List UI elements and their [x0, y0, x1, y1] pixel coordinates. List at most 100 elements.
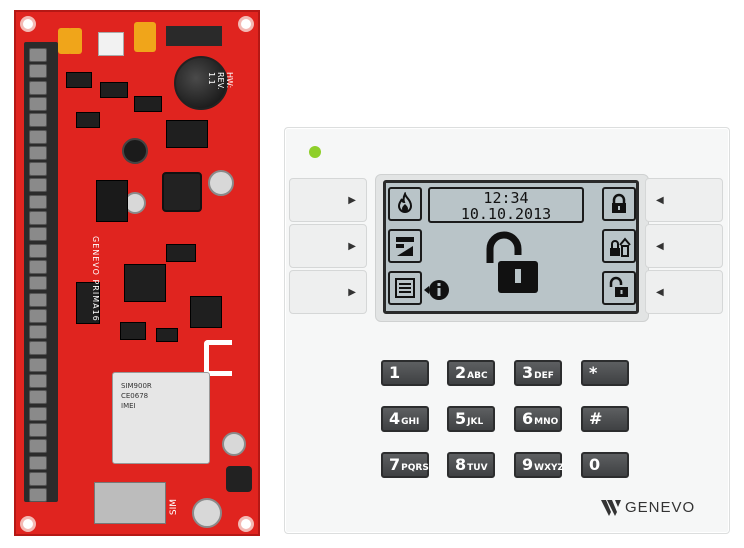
- brand-text: GENEVO: [91, 236, 100, 276]
- capacitor: [122, 138, 148, 164]
- terminal-screw: [29, 471, 47, 486]
- chip: [76, 112, 100, 128]
- terminal-screw: [29, 211, 47, 225]
- key-number: 2: [455, 363, 467, 382]
- chip: [134, 96, 162, 112]
- key-number: #: [589, 409, 603, 428]
- alarm-keypad: ▶ ▶ ▶ ◀ ◀ ◀ 12:34 10.10.2013: [284, 127, 730, 534]
- alarm-zone-icon: [388, 229, 422, 263]
- screen-time: 12:34: [483, 189, 529, 207]
- arrow-left-icon: ◀: [656, 195, 664, 206]
- chip: [66, 72, 92, 88]
- chip: [100, 82, 128, 98]
- gsm-model: SIM900R: [121, 382, 152, 390]
- mounting-hole: [20, 16, 36, 32]
- key-letters: ABC: [467, 371, 488, 381]
- right-function-button-1[interactable]: ◀: [645, 178, 723, 222]
- capacitor: [134, 22, 156, 52]
- terminal-screw: [29, 113, 47, 128]
- pin-header: [96, 180, 128, 222]
- chip: [76, 282, 100, 324]
- terminal-screw: [29, 162, 47, 177]
- status-led: [309, 146, 321, 158]
- datetime-box: 12:34 10.10.2013: [428, 187, 584, 223]
- key-number: 0: [589, 455, 601, 474]
- lcd-screen: 12:34 10.10.2013: [383, 180, 639, 314]
- left-function-button-3[interactable]: ▶: [289, 270, 367, 314]
- terminal-screw: [29, 259, 47, 274]
- terminal-screw: [29, 488, 47, 503]
- terminal-screw: [29, 129, 47, 144]
- event-log-icon: [388, 271, 422, 305]
- chip: [156, 328, 178, 342]
- key-letters: PQRS: [401, 463, 429, 473]
- key-letters: MNO: [534, 417, 559, 427]
- key-0[interactable]: 0: [581, 452, 629, 478]
- key-number: 6: [522, 409, 534, 428]
- arrow-right-icon: ▶: [348, 195, 356, 206]
- terminal-screw: [29, 194, 47, 209]
- key-number: 5: [455, 409, 467, 428]
- info-icon: [424, 277, 450, 303]
- genevo-logo-icon: [601, 500, 621, 516]
- sim-label: SIM: [169, 498, 180, 516]
- inductor: [226, 466, 252, 492]
- model-text: PRIMA16: [91, 279, 100, 322]
- terminal-block: [24, 42, 58, 503]
- mounting-hole: [238, 516, 254, 532]
- capacitor: [222, 432, 246, 456]
- left-function-button-2[interactable]: ▶: [289, 224, 367, 268]
- board-version: HW: REV. 1.1: [207, 72, 234, 90]
- terminal-screw: [29, 243, 47, 258]
- key-letters: WXYZ: [534, 463, 565, 473]
- genevo-logo: GENEVO: [601, 498, 695, 516]
- left-function-button-1[interactable]: ▶: [289, 178, 367, 222]
- terminal-screw: [29, 178, 47, 193]
- fire-icon: [388, 187, 422, 221]
- terminal-screw: [29, 374, 47, 388]
- lock-open-icon: [602, 271, 636, 305]
- home-lock-icon: [602, 229, 636, 263]
- key-number: 8: [455, 455, 467, 474]
- key-number: 3: [522, 363, 534, 382]
- key-number: 9: [522, 455, 534, 474]
- chip: [166, 244, 196, 262]
- chip: [190, 296, 222, 328]
- arrow-right-icon: ▶: [348, 241, 356, 252]
- lock-closed-icon: [602, 187, 636, 221]
- terminal-screw: [29, 341, 47, 356]
- board-brand: GENEVO PRIMA16: [91, 236, 100, 322]
- key-1[interactable]: 1: [381, 360, 429, 386]
- gsm-module: SIM900R CE0678 IMEI: [112, 372, 210, 464]
- key-number: 1: [389, 363, 401, 382]
- key-star[interactable]: *: [581, 360, 629, 386]
- right-function-button-3[interactable]: ◀: [645, 270, 723, 314]
- capacitor: [192, 498, 222, 528]
- key-number: 4: [389, 409, 401, 428]
- terminal-screw: [29, 439, 47, 454]
- chip: [120, 322, 146, 340]
- arrow-right-icon: ▶: [348, 287, 356, 298]
- key-number: *: [589, 363, 598, 382]
- padlock-open-icon: [486, 231, 538, 293]
- inductor: [162, 172, 202, 212]
- screen-date: 10.10.2013: [460, 205, 552, 223]
- terminal-screw: [29, 80, 47, 95]
- key-letters: JKL: [467, 417, 484, 427]
- chip: [166, 120, 208, 148]
- terminal-screw: [29, 455, 47, 470]
- terminal-screw: [29, 227, 47, 242]
- terminal-screw: [29, 357, 47, 372]
- key-hash[interactable]: #: [581, 406, 629, 432]
- terminal-screw: [29, 292, 47, 307]
- terminal-screw: [29, 308, 47, 323]
- right-function-button-2[interactable]: ◀: [645, 224, 723, 268]
